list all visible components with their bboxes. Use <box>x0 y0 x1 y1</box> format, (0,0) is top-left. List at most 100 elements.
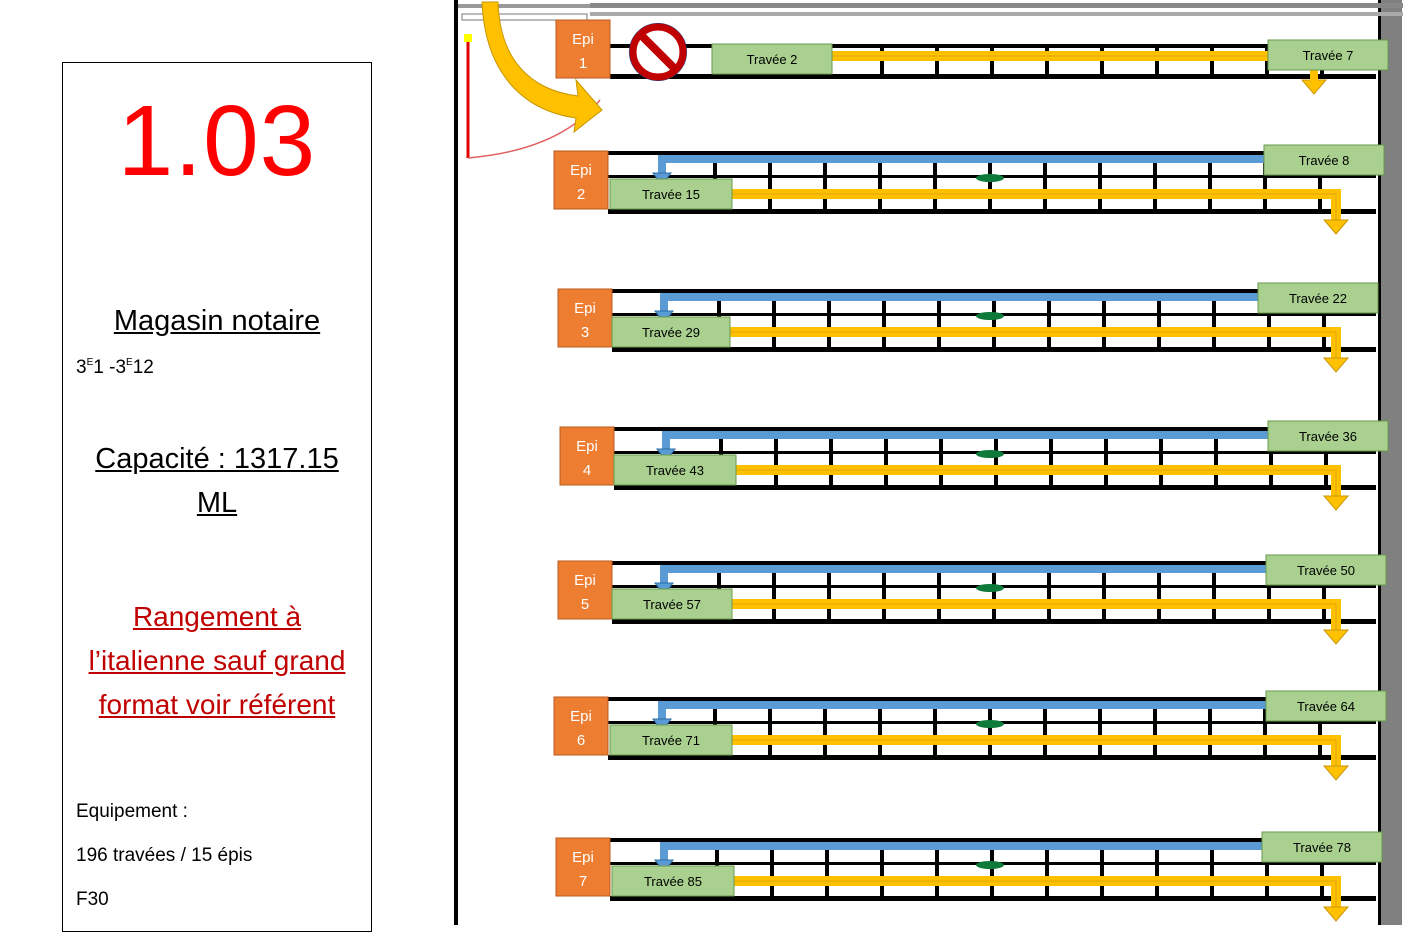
shelf-upright <box>1153 151 1157 214</box>
shelf-upright <box>933 151 937 214</box>
shelf-upright <box>1098 151 1102 214</box>
shelf-upright <box>1212 561 1216 624</box>
shelf-upright <box>1155 838 1159 901</box>
right-travee-label: Travée 7 <box>1303 48 1354 63</box>
shelf-upright <box>988 151 992 214</box>
forward-arrow-outline <box>732 739 1337 768</box>
shelf-upright <box>990 44 994 79</box>
left-travee-label: Travée 29 <box>642 325 700 340</box>
shelf-upright <box>1102 561 1106 624</box>
shelf-upright <box>772 561 776 624</box>
forward-arrowhead-icon <box>1300 79 1328 95</box>
shelf-upright <box>1155 44 1159 79</box>
shelf-upright <box>774 427 778 490</box>
return-arrow-icon <box>658 155 1264 175</box>
shelf-upright <box>1263 697 1267 760</box>
cote-b-num: 12 <box>132 357 154 378</box>
right-travee-box <box>1267 39 1389 71</box>
shelf-upright <box>768 151 772 214</box>
forward-arrow-outline <box>730 331 1337 360</box>
capacite-value: Capacité : 1317.15 <box>95 443 339 475</box>
right-travee-label: Travée 8 <box>1299 153 1350 168</box>
shelf-upright <box>1214 427 1218 490</box>
top-wall <box>590 3 1403 8</box>
return-arrow-icon <box>660 293 1258 313</box>
shelf-upright <box>933 697 937 760</box>
entrance-arrow-icon <box>481 1 603 134</box>
shelf-upright <box>1159 427 1163 490</box>
forward-arrow-icon <box>734 876 1341 909</box>
shelf-upright <box>770 838 774 901</box>
epi-label: Epi <box>570 708 592 725</box>
forward-arrow-outline <box>736 469 1337 498</box>
shelf-upright <box>1208 697 1212 760</box>
return-arrow-icon <box>660 842 1262 862</box>
epi-box <box>553 696 609 756</box>
shelf-upright <box>1265 838 1269 901</box>
epi-label: Epi <box>576 438 598 455</box>
left-travee-label: Travée 85 <box>644 874 702 889</box>
epi-box <box>555 19 611 79</box>
forward-arrowhead-icon <box>1322 219 1350 235</box>
return-arrow-icon <box>658 701 1266 721</box>
shelf-marker-icon <box>976 450 1004 458</box>
shelf-upright <box>1210 838 1214 901</box>
left-travee-box <box>611 316 731 348</box>
shelf-upright <box>992 289 996 352</box>
left-travee-label: Travée 2 <box>747 52 798 67</box>
shelf-upright <box>1263 151 1267 214</box>
capacite-block: Capacité : 1317.15 ML <box>63 437 371 525</box>
shelf-upright <box>1318 697 1322 760</box>
shelf-upright <box>992 561 996 624</box>
shelf-upright <box>1157 289 1161 352</box>
forward-arrow-icon <box>730 327 1341 360</box>
epi-label: Epi <box>574 572 596 589</box>
window <box>461 13 588 21</box>
right-travee-box <box>1263 144 1385 176</box>
rangement-line-3: format voir référent <box>98 689 336 720</box>
door-hinge <box>464 34 472 42</box>
shelf-upright <box>1102 289 1106 352</box>
left-travee-box <box>613 454 737 486</box>
right-travee-box <box>1265 690 1387 722</box>
right-wall <box>1380 0 1402 925</box>
shelf-upright <box>825 838 829 901</box>
cote-sep: - <box>103 357 116 378</box>
forward-arrowhead-icon <box>1322 629 1350 645</box>
shelf-upright <box>829 427 833 490</box>
cote-a-sup: E <box>86 357 94 368</box>
shelf-upright <box>1320 838 1324 901</box>
shelf-marker-icon <box>976 174 1004 182</box>
shelf-upright <box>1153 697 1157 760</box>
shelf-upright <box>1322 561 1326 624</box>
epi-number: 7 <box>579 873 587 890</box>
forward-arrow-outline <box>734 880 1337 909</box>
shelf-upright <box>884 427 888 490</box>
right-travee-box <box>1267 420 1389 452</box>
left-travee-box <box>609 724 733 756</box>
cote-b: 3 <box>115 357 127 378</box>
shelf-upright <box>1322 289 1326 352</box>
left-travee-label: Travée 57 <box>643 597 701 612</box>
shelf-upright <box>990 838 994 901</box>
shelf-upright <box>1045 838 1049 901</box>
shelf-upright <box>882 561 886 624</box>
forward-arrowhead-icon <box>1322 765 1350 781</box>
shelf-upright <box>994 427 998 490</box>
shelf-upright <box>1043 151 1047 214</box>
shelf-upright <box>1265 44 1269 79</box>
right-travee-label: Travée 50 <box>1297 563 1355 578</box>
shelf-upright <box>768 697 772 760</box>
epi-box <box>557 288 613 348</box>
shelf-upright <box>939 427 943 490</box>
shelf-marker-icon <box>976 312 1004 320</box>
right-travee-label: Travée 64 <box>1297 699 1355 714</box>
left-travee-box <box>611 865 735 897</box>
left-travee-label: Travée 43 <box>646 463 704 478</box>
shelf-upright <box>1104 427 1108 490</box>
epi-number: 4 <box>583 462 591 479</box>
